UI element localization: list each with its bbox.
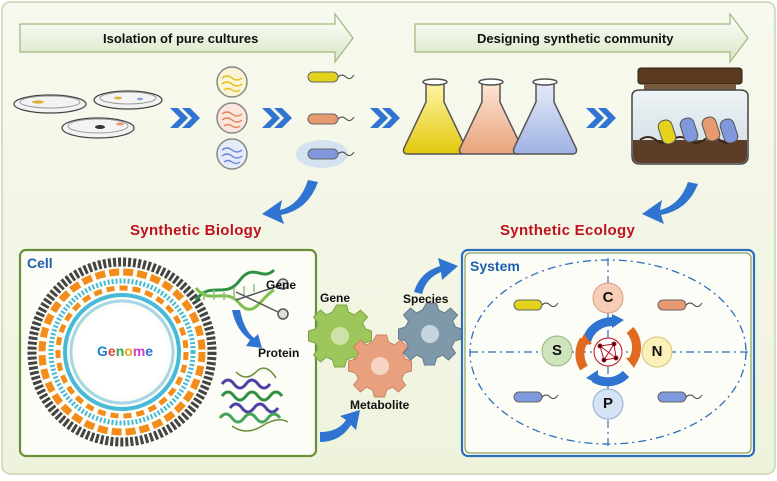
arrow-to-synthetic-biology — [262, 180, 318, 224]
system-bacteria-icons — [513, 299, 703, 403]
node-s — [541, 335, 573, 367]
genome-rings — [27, 257, 217, 447]
node-p-label: P — [602, 395, 613, 412]
genome-letter: o — [124, 343, 133, 359]
gear-species-label: Species — [403, 292, 449, 306]
designing-arrow — [414, 12, 749, 64]
jar-icon — [631, 67, 749, 165]
isolation-label: Isolation of pure cultures — [103, 31, 259, 46]
designing-label: Designing synthetic community — [477, 31, 674, 46]
synthetic-ecology-title: Synthetic Ecology — [500, 222, 636, 239]
gears-to-system-arrow — [414, 258, 458, 294]
scissors-icon — [235, 278, 289, 320]
synthetic-biology-title: Synthetic Biology — [130, 222, 262, 239]
chevron-icons — [170, 108, 616, 128]
genome-letter: G — [97, 343, 108, 359]
node-c — [592, 282, 624, 314]
gear-metabolite-label: Metabolite — [350, 398, 410, 412]
network-icon — [593, 337, 623, 367]
genome-letter: m — [132, 343, 146, 359]
culture-plates-icon — [216, 66, 248, 170]
isolation-arrow — [19, 12, 354, 64]
dna-icon — [194, 268, 276, 311]
node-p — [592, 388, 624, 420]
node-n — [641, 336, 673, 368]
arrow-to-synthetic-ecology — [642, 182, 698, 224]
cell-title: Cell — [27, 255, 53, 271]
protein-label: Protein — [258, 346, 300, 360]
gear-icon-species — [398, 302, 462, 366]
petri-dishes-icon — [13, 90, 163, 139]
cell-to-gears-arrow — [320, 410, 360, 442]
genome-letter: n — [115, 343, 125, 359]
node-c-label: C — [602, 289, 614, 306]
node-n-label: N — [651, 343, 663, 360]
gear-icon-metabolite — [348, 334, 412, 398]
gear-icon-gene — [308, 304, 372, 368]
protein-icon — [218, 367, 289, 432]
gear-gene-label: Gene — [320, 291, 351, 305]
genome-letter: e — [107, 343, 116, 359]
gene-to-protein-arrow — [232, 310, 262, 348]
isolated-bacteria-icons — [296, 71, 355, 168]
system-title: System — [470, 258, 520, 274]
genome-label: Genome — [97, 343, 153, 359]
node-s-label: S — [551, 342, 562, 359]
flasks-icon — [402, 78, 578, 155]
gene-label: Gene — [266, 278, 297, 292]
genome-letter: e — [145, 343, 154, 359]
